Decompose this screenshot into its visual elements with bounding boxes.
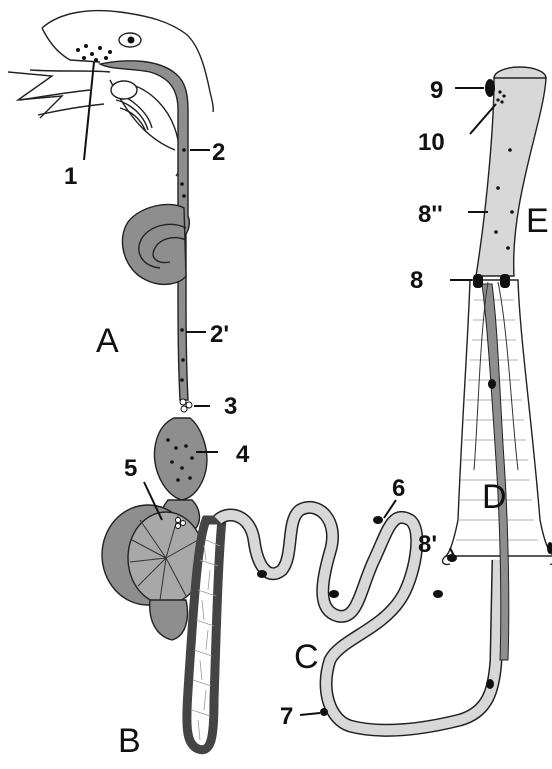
label-2: 2: [212, 139, 225, 166]
pathway-e: [476, 67, 546, 276]
marker-9: [485, 79, 495, 97]
label-2-prime: 2': [210, 321, 229, 348]
ganglion-4: [155, 418, 207, 500]
cell-cluster-3: [180, 399, 192, 412]
label-1: 1: [64, 163, 77, 190]
leader-lines: [84, 62, 496, 715]
marker-8-left: [473, 274, 483, 288]
letter-a: A: [96, 322, 119, 360]
numbered-labels: 1 2 2' 3 4 5 6 7 8 8' 8'' 9 10: [64, 77, 445, 730]
label-8-prime: 8': [418, 531, 437, 558]
nostril-tube: [111, 81, 137, 99]
label-10: 10: [418, 129, 445, 156]
letter-d: D: [482, 478, 507, 516]
label-6: 6: [392, 475, 405, 502]
marker-8-prime: [447, 554, 457, 562]
label-7: 7: [280, 703, 293, 730]
letter-b: B: [118, 722, 141, 760]
label-9: 9: [430, 77, 443, 104]
label-8-double-prime: 8'': [418, 201, 443, 228]
label-8: 8: [410, 267, 423, 294]
letter-e: E: [526, 202, 549, 240]
ganglion-loop: [122, 204, 186, 284]
pupil: [128, 37, 135, 44]
marker-8-right: [500, 274, 510, 288]
label-4: 4: [236, 441, 250, 468]
letter-c: C: [294, 638, 319, 676]
label-5: 5: [124, 455, 137, 482]
head-glandular-cells: [76, 44, 112, 62]
label-3: 3: [224, 393, 237, 420]
